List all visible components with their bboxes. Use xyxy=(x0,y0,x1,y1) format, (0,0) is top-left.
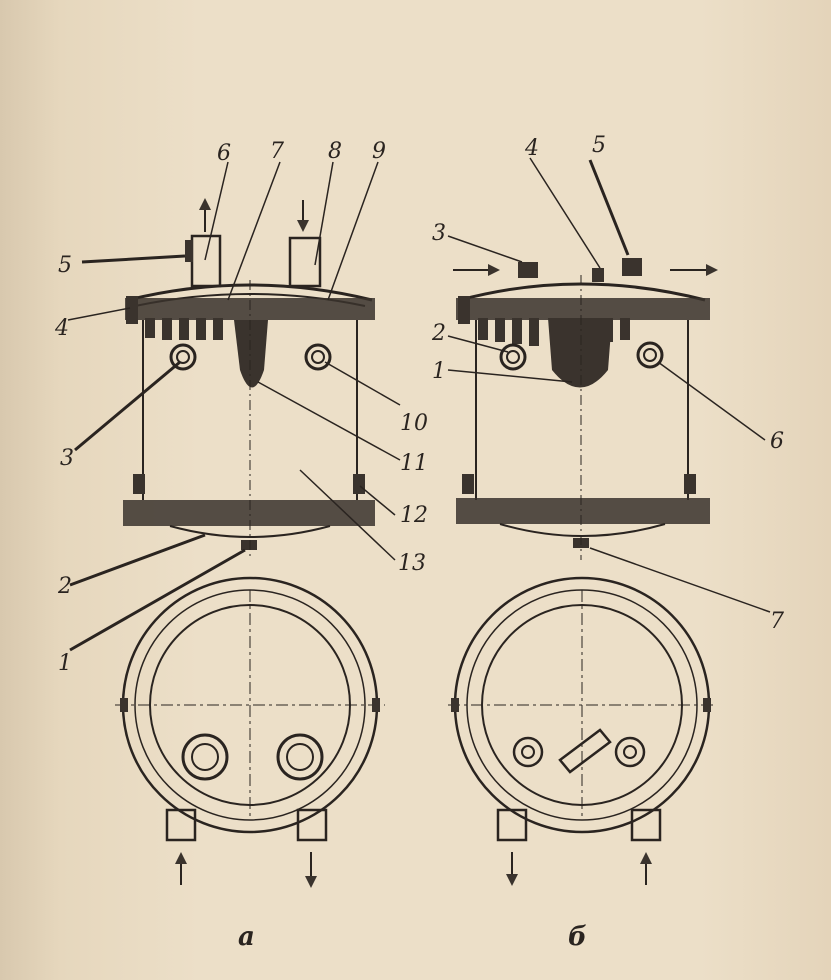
callout-a-5: 5 xyxy=(58,253,72,278)
callout-a-3: 3 xyxy=(60,446,74,471)
port-left-a xyxy=(169,343,197,371)
ribs-a xyxy=(145,318,223,340)
callout-a-10: 10 xyxy=(400,411,428,436)
callout-a-8: 8 xyxy=(328,139,342,164)
callout-a-12: 12 xyxy=(400,503,428,528)
baffle-a xyxy=(234,320,268,388)
arrow-down-plan-a xyxy=(305,876,317,888)
callout-a-2: 2 xyxy=(57,574,72,599)
drain-plug-a xyxy=(241,540,257,550)
arrow-up-plan-a xyxy=(175,852,187,864)
leg-left-b xyxy=(496,808,528,842)
bottom-dish-b xyxy=(499,523,666,537)
callout-b-4: 4 xyxy=(524,136,539,161)
top-flange-b xyxy=(456,298,710,320)
body-walls-b xyxy=(475,320,689,500)
bottom-dish-a xyxy=(169,525,331,538)
labels-a: 6 7 8 9 5 4 3 10 11 12 13 2 1 a xyxy=(54,139,428,952)
arrow-down-a xyxy=(297,220,309,232)
pipe-clamp-a xyxy=(185,240,193,262)
callout-a-1: 1 xyxy=(58,651,72,676)
panel-b-side-view xyxy=(453,258,718,560)
arrow-down-plan-b xyxy=(506,874,518,886)
labels-b: 4 5 3 2 1 6 7 б xyxy=(431,133,784,952)
panel-a-plan-view xyxy=(115,576,385,888)
port-left-b xyxy=(499,343,527,371)
panel-b-plan-view xyxy=(448,576,715,886)
arrow-out-b xyxy=(706,264,718,276)
fitting-left-b xyxy=(518,262,538,278)
leaders-b xyxy=(447,157,771,613)
caption-a: a xyxy=(238,922,255,952)
port-right-b xyxy=(636,341,664,369)
port-right-a xyxy=(304,343,332,371)
port-plan-right-a xyxy=(276,733,324,781)
port-plan-right-b xyxy=(614,736,646,768)
callout-a-6: 6 xyxy=(217,141,231,166)
leaders-a xyxy=(67,161,401,652)
outlet-pipe-a xyxy=(190,234,222,288)
callout-b-2: 2 xyxy=(431,321,446,346)
arrow-up-plan-b xyxy=(640,852,652,864)
callout-a-13: 13 xyxy=(398,551,426,576)
lug-left-a xyxy=(133,474,145,494)
plan-centerlines-a xyxy=(115,590,385,820)
callout-b-7: 7 xyxy=(770,609,784,634)
port-plan-left-b xyxy=(512,736,544,768)
leg-right-a xyxy=(296,808,328,842)
bottom-flange-b xyxy=(456,498,710,524)
leg-right-b xyxy=(630,808,662,842)
panel-a-side-view xyxy=(123,198,375,560)
fitting-right-b xyxy=(622,258,642,276)
caption-b: б xyxy=(568,922,587,952)
callout-b-3: 3 xyxy=(432,221,446,246)
callout-a-7: 7 xyxy=(270,139,284,164)
lug-top-a xyxy=(126,296,138,324)
callout-a-4: 4 xyxy=(54,316,69,341)
port-plan-left-a xyxy=(181,733,229,781)
callout-a-9: 9 xyxy=(372,139,386,164)
sensor-plan-b xyxy=(558,728,612,774)
inlet-pipe-a xyxy=(288,236,322,288)
body-walls-a xyxy=(142,320,358,500)
callout-b-5: 5 xyxy=(592,133,606,158)
callout-b-6: 6 xyxy=(770,429,784,454)
callout-a-11: 11 xyxy=(400,451,428,476)
baffle-b xyxy=(548,318,612,388)
bottom-flange-a xyxy=(123,500,375,526)
arrow-in-b xyxy=(488,264,500,276)
plan-centerlines-b xyxy=(448,590,715,820)
lid-top-b xyxy=(459,282,706,302)
lug-right-a xyxy=(353,474,365,494)
callout-b-1: 1 xyxy=(432,359,446,384)
leg-left-a xyxy=(165,808,197,842)
